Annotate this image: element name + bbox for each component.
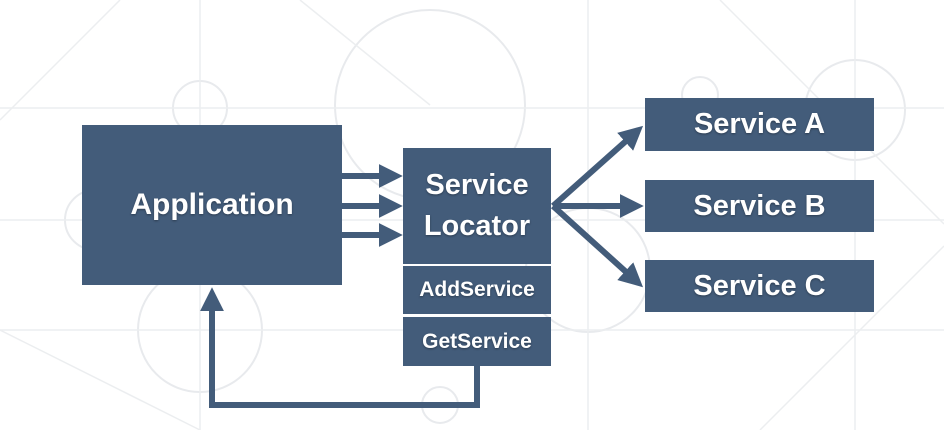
service-locator-label-line1: Service (425, 169, 529, 201)
add-service-method-box: AddService (403, 266, 551, 314)
application-box: Application (82, 125, 342, 285)
service-a-box: Service A (645, 98, 874, 151)
service-locator-box: Service Locator (403, 148, 551, 264)
service-b-label: Service B (693, 189, 826, 222)
service-locator-label-line2: Locator (423, 210, 531, 242)
service-a-label: Service A (693, 108, 826, 140)
get-service-label: GetService (422, 329, 532, 353)
bg-line (759, 245, 944, 430)
add-service-label: AddService (419, 278, 535, 301)
bg-line (0, 0, 121, 121)
arrow-locator-to-service-a (551, 125, 644, 209)
service-c-label: Service C (693, 269, 826, 302)
arrow-getservice-to-app (200, 287, 480, 408)
service-c-box: Service C (645, 260, 874, 312)
service-b-box: Service B (645, 180, 874, 232)
application-label: Application (130, 188, 294, 221)
get-service-method-box: GetService (403, 317, 551, 366)
arrow-locator-to-service-c (550, 203, 644, 288)
bg-line (0, 329, 201, 430)
bg-line (299, 0, 431, 106)
